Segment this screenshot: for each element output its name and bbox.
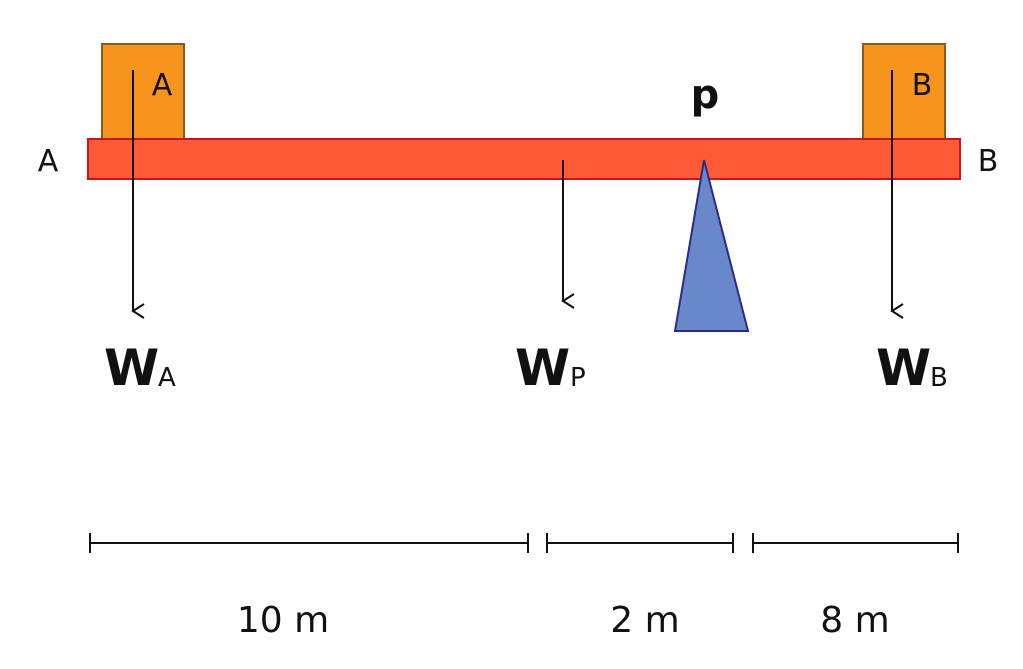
force-label-wb-sub: B	[930, 363, 948, 393]
pivot-label: p	[691, 72, 720, 118]
dimension-label-8m: 8 m	[820, 600, 889, 641]
dimension-2m	[546, 533, 734, 553]
dimension-8m	[752, 533, 959, 553]
dimension-label-10m: 10 m	[237, 600, 329, 641]
force-label-wb: W B	[876, 339, 948, 397]
pivot-fulcrum	[673, 159, 750, 332]
block-a-label: A	[152, 68, 173, 103]
beam-end-label-b: B	[978, 144, 999, 179]
force-label-wa: W A	[104, 339, 176, 397]
force-label-wp: W P	[515, 339, 586, 397]
dimension-label-2m: 2 m	[610, 600, 679, 641]
force-label-wa-main: W	[104, 339, 159, 397]
block-a	[101, 43, 185, 141]
beam	[87, 138, 961, 180]
force-label-wb-main: W	[876, 339, 931, 397]
block-b	[862, 43, 946, 141]
force-label-wa-sub: A	[158, 363, 176, 393]
block-b-label: B	[912, 68, 933, 103]
dimension-10m	[89, 533, 529, 553]
force-label-wp-sub: P	[570, 363, 586, 393]
force-label-wp-main: W	[515, 339, 570, 397]
beam-end-label-a: A	[38, 144, 59, 179]
